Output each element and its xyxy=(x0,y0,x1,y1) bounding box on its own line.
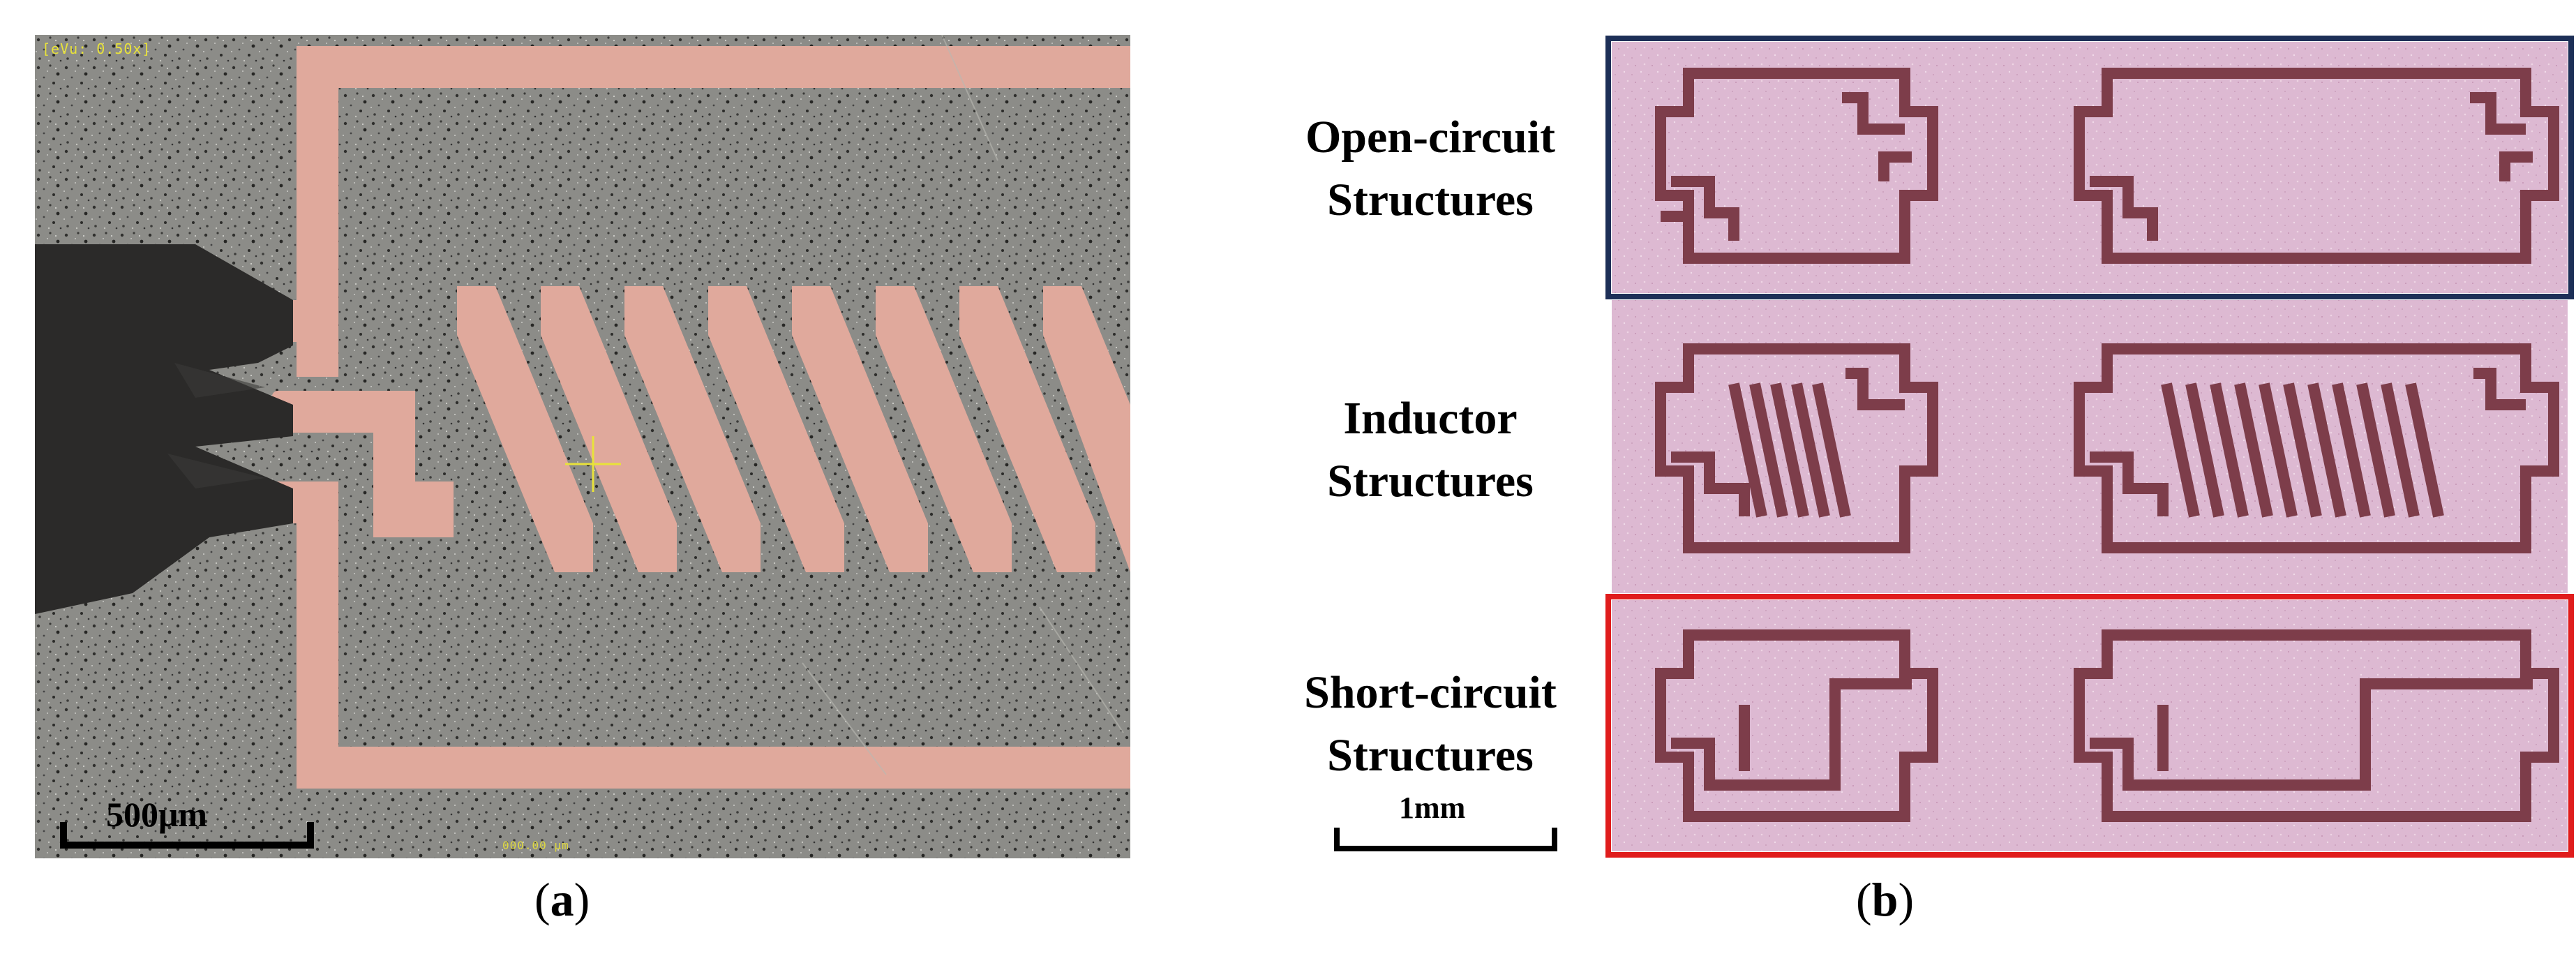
open-structure-small xyxy=(1655,68,1938,264)
open-circuit-border xyxy=(1605,36,2574,299)
caption-a: (a) xyxy=(534,873,590,926)
short-circuit-border xyxy=(1605,594,2574,858)
structures-image xyxy=(1605,36,2574,858)
measurement-readout: 000.00 μm xyxy=(502,839,569,852)
row-label-line1: Open-circuit xyxy=(1305,112,1556,163)
micrograph-panel-a: [eVu: 0.50x] 000.00 μm 500μm xyxy=(35,35,1130,858)
row-label-line1: Inductor xyxy=(1343,393,1518,444)
probe-shadow xyxy=(35,244,293,614)
row-label-line2: Structures xyxy=(1327,730,1534,781)
row-label-inductor: Inductor Structures xyxy=(1263,387,1598,513)
scale-bar-b xyxy=(1334,828,1557,851)
short-structure-small xyxy=(1655,629,1938,822)
scale-bar-a xyxy=(60,822,314,849)
caption-b-letter: b xyxy=(1871,873,1899,926)
row-label-line2: Structures xyxy=(1327,174,1534,225)
crosshair-icon xyxy=(565,436,621,492)
copper-frame xyxy=(297,46,1130,789)
structures-panel-b xyxy=(1605,35,2575,858)
row-label-open-circuit: Open-circuit Structures xyxy=(1263,106,1598,232)
inductor-strips xyxy=(457,286,1130,572)
row-label-short-circuit: Short-circuit Structures xyxy=(1263,662,1598,787)
row-label-line1: Short-circuit xyxy=(1304,667,1557,718)
scale-bar-label-b: 1mm xyxy=(1399,791,1466,825)
inductor-structure-small xyxy=(1655,343,1938,553)
scale-bar-label-a: 500μm xyxy=(106,795,207,834)
short-structure-large xyxy=(2074,629,2559,822)
caption-b: (b) xyxy=(1856,873,1915,926)
open-structure-large xyxy=(2074,68,2559,264)
magnification-readout: [eVu: 0.50x] xyxy=(42,40,151,57)
inductor-structure-large xyxy=(2074,343,2559,553)
row-label-line2: Structures xyxy=(1327,456,1534,507)
micrograph-image xyxy=(35,35,1130,858)
caption-a-letter: a xyxy=(550,873,574,926)
